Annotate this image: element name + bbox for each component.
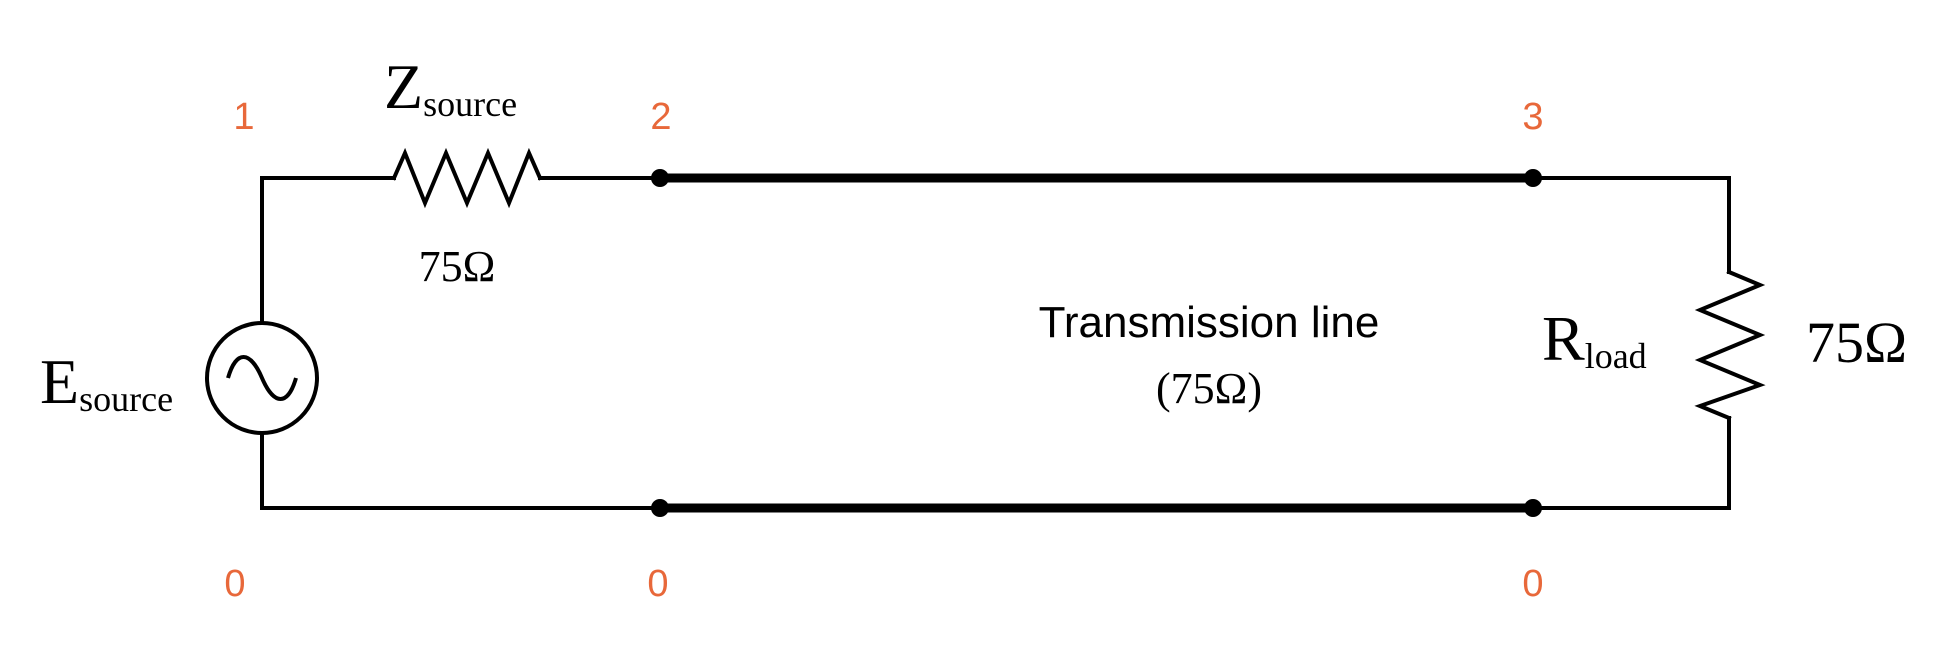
junction-node3-top <box>1524 169 1542 187</box>
junction-node0-right <box>1524 499 1542 517</box>
wire-source-top <box>260 176 396 322</box>
transmission-line-impedance: (75Ω) <box>1156 364 1262 413</box>
ac-source-icon <box>205 321 319 435</box>
load-label: Rload <box>1542 303 1647 376</box>
source-impedance-symbol: Z <box>384 51 423 122</box>
source-impedance-subscript: source <box>423 84 517 124</box>
source-impedance-value: 75Ω <box>419 242 496 291</box>
load-value: 75Ω <box>1806 310 1907 375</box>
source-subscript: source <box>79 379 173 419</box>
source-impedance-label: Zsource <box>384 51 517 124</box>
node-label-1: 1 <box>233 96 254 138</box>
junction-node2-top <box>651 169 669 187</box>
wire-source-bottom <box>260 434 662 510</box>
wire-node3-load <box>1531 176 1731 274</box>
transmission-line-label: Transmission line <box>1039 298 1380 347</box>
load-subscript: load <box>1585 336 1647 376</box>
load-resistor-zigzag <box>1694 269 1766 421</box>
node-label-0-mid: 0 <box>647 563 668 605</box>
source-resistor-zigzag <box>391 147 543 209</box>
wire-load-bottom <box>1531 416 1731 510</box>
node-label-3: 3 <box>1522 96 1543 138</box>
node-label-0-left: 0 <box>224 563 245 605</box>
source-symbol: E <box>40 346 79 417</box>
node-label-0-right: 0 <box>1522 563 1543 605</box>
junction-node0-mid <box>651 499 669 517</box>
source-label: Esource <box>40 346 173 419</box>
load-symbol: R <box>1542 303 1585 374</box>
node-label-2: 2 <box>650 96 671 138</box>
